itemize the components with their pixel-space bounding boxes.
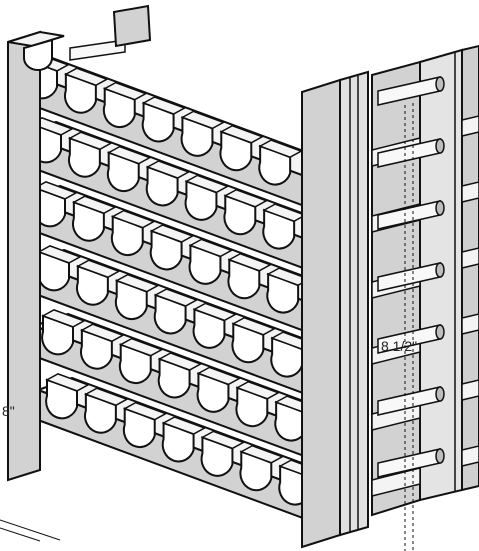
spacing-dimension-label: 8 1/2" [381,338,417,354]
side-rail-stub [461,379,479,401]
back-post-top [112,4,152,48]
dowel-end [435,138,445,154]
front-post-face [301,78,341,549]
front-post-side [339,70,369,537]
side-rail-stub [461,115,479,137]
cradle-lip [68,131,113,151]
cradle-lip [231,316,277,336]
cradle-lip [106,145,152,165]
cradle-lip [118,337,164,357]
cradle-lip [102,81,148,101]
dowel-group [69,39,445,478]
cradle-lip [239,444,285,464]
side-rail-stub [461,181,479,203]
cradle-lip [227,252,273,272]
dowel-end [435,448,445,464]
cradle-lip [84,387,129,407]
left-dimension-label: 8" [2,403,15,419]
cradle-lip [192,302,238,322]
dowel [69,39,126,61]
cradle-lip [196,366,242,386]
cradle-lip [45,373,90,392]
cradle-lip [188,238,234,258]
cradle-lip [184,174,230,194]
dowel-end [435,262,445,278]
cradle-lip [114,273,160,293]
cradle-lip [110,209,156,229]
rail-row [31,309,363,466]
cradle-lip [219,124,265,144]
cradle-lip [72,195,117,215]
cradle-lip [180,110,226,130]
cradle-lip [153,288,199,307]
rail-row [19,117,351,274]
front-post [301,70,369,549]
side-post-right [461,44,479,492]
cradle-lip [64,67,109,87]
cradle-lip [80,323,125,343]
baseline-line [0,527,41,542]
cradle-lip [145,160,191,179]
baseline-line [0,519,61,541]
cradle-lip [235,380,281,400]
side-rail-stub [461,247,479,269]
rail-row [35,373,367,530]
cradle-lip [37,245,82,264]
dimension-lines [0,103,414,551]
dowel-end [435,76,445,92]
cradle-lip [157,352,203,371]
cradle-lip [33,181,78,200]
cradle-lip [149,224,195,243]
dowel-end [435,386,445,402]
left-post-top [7,30,65,48]
side-rail-stub [461,313,479,335]
cradle-lip [200,430,246,450]
dowel-end [435,324,445,340]
cradle-lip [41,309,86,328]
cradle-lip [141,96,187,115]
dowel-end [435,200,445,216]
cradle-lip [223,188,269,208]
cradle-lip [161,416,207,435]
rail-stack [7,4,367,530]
cradle-lip [76,259,121,279]
cradle-lip [122,401,168,421]
side-rail-notch [371,467,421,497]
side-rail-stub [461,445,479,467]
rail-row [27,245,359,402]
top-cradle [23,38,53,71]
